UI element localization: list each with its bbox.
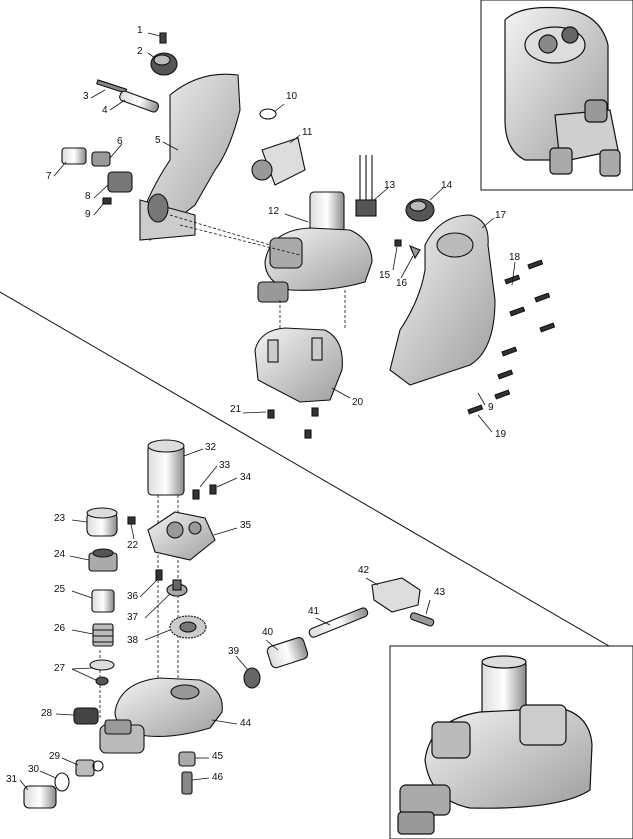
callout-4: 4: [102, 105, 108, 116]
part-10-oring: [259, 108, 277, 120]
callout-31: 31: [6, 774, 18, 785]
part-2-knob: [150, 52, 178, 76]
part-33-screw: [192, 489, 200, 500]
part-45-check-valve: [178, 751, 196, 767]
callout-7: 7: [46, 171, 52, 182]
assembled-pump-icon: [397, 655, 593, 835]
callout-26: 26: [54, 623, 66, 634]
part-3-pin: [96, 79, 128, 94]
callout-8: 8: [85, 191, 91, 202]
part-29-fitting: [75, 759, 104, 777]
callout-33: 33: [219, 460, 231, 471]
part-46-stem: [181, 771, 193, 795]
part-23-cap: [86, 507, 118, 537]
part-38-gear: [169, 615, 207, 639]
callout-24: 24: [54, 549, 66, 560]
callout-36: 36: [127, 591, 139, 602]
part-20-base: [254, 327, 343, 403]
callout-9b: 9: [488, 402, 494, 413]
part-42-block: [371, 577, 421, 613]
callout-20: 20: [352, 397, 364, 408]
callout-37: 37: [127, 612, 139, 623]
callout-5: 5: [155, 135, 161, 146]
callout-28: 28: [41, 708, 53, 719]
callout-42: 42: [358, 565, 370, 576]
callout-38: 38: [127, 635, 139, 646]
leader-lines: [19, 32, 516, 791]
callout-25: 25: [54, 584, 66, 595]
callout-1: 1: [137, 25, 143, 36]
part-17-cover: [389, 214, 496, 386]
callout-35: 35: [240, 520, 252, 531]
callout-2: 2: [137, 46, 143, 57]
part-16-clip: [408, 245, 421, 260]
callout-16: 16: [396, 278, 408, 289]
part-39-oring: [243, 667, 261, 689]
part-6-fitting: [91, 151, 111, 167]
part-36-screw: [155, 569, 163, 581]
callout-34: 34: [240, 472, 252, 483]
part-14-knob: [405, 198, 435, 222]
callout-29: 29: [49, 751, 61, 762]
callout-3: 3: [83, 91, 89, 102]
callout-10: 10: [286, 91, 298, 102]
part-40-coupling: [266, 637, 309, 669]
part-34-screw: [209, 484, 217, 495]
part-22-screw: [127, 516, 136, 525]
callout-46: 46: [212, 772, 224, 783]
part-30-oring: [54, 772, 70, 792]
callout-32: 32: [205, 442, 217, 453]
part-11-bracket: [251, 137, 306, 186]
part-25-valve: [91, 589, 115, 613]
part-44-pump-housing: [99, 677, 223, 754]
part-21-screws: [267, 407, 319, 439]
callout-19: 19: [495, 429, 507, 440]
part-18-screws: [467, 259, 556, 415]
part-7-fitting: [61, 147, 87, 165]
callout-27: 27: [54, 663, 66, 674]
callout-6: 6: [117, 136, 123, 147]
callout-43: 43: [434, 587, 446, 598]
part-24-nut: [88, 548, 118, 572]
callout-22: 22: [127, 540, 139, 551]
part-27-washer: [89, 659, 115, 686]
part-4-shaft: [119, 90, 160, 113]
callout-44: 44: [240, 718, 252, 729]
callout-18: 18: [509, 252, 521, 263]
part-37-gear: [166, 579, 188, 597]
part-43-pin: [409, 612, 435, 627]
assembled-drill-icon: [504, 6, 621, 177]
part-12-pump: [257, 191, 373, 303]
callout-11: 11: [302, 127, 313, 138]
part-28-valve-knob: [73, 707, 99, 725]
callout-30: 30: [28, 764, 40, 775]
part-13-wire-harness: [355, 155, 377, 217]
callout-23: 23: [54, 513, 66, 524]
part-1-screw: [159, 32, 167, 44]
part-35-gearbox-cover: [147, 511, 216, 561]
callout-9a: 9: [85, 209, 91, 220]
callout-17: 17: [495, 210, 507, 221]
callout-12: 12: [268, 206, 280, 217]
callout-45: 45: [212, 751, 224, 762]
callout-13: 13: [384, 180, 396, 191]
part-15-screw: [394, 239, 402, 247]
part-41-rod: [308, 607, 369, 638]
part-5-housing: [139, 73, 241, 241]
callout-15: 15: [379, 270, 391, 281]
part-32-motor: [147, 439, 185, 496]
callout-21: 21: [230, 404, 242, 415]
part-26-spring: [92, 623, 114, 647]
callout-41: 41: [308, 606, 320, 617]
part-9-screw: [102, 197, 112, 205]
part-8-fitting: [107, 171, 133, 193]
separator-line: [0, 291, 633, 661]
callout-39: 39: [228, 646, 240, 657]
part-31-fitting: [23, 785, 57, 809]
callout-14: 14: [441, 180, 453, 191]
callout-40: 40: [262, 627, 274, 638]
